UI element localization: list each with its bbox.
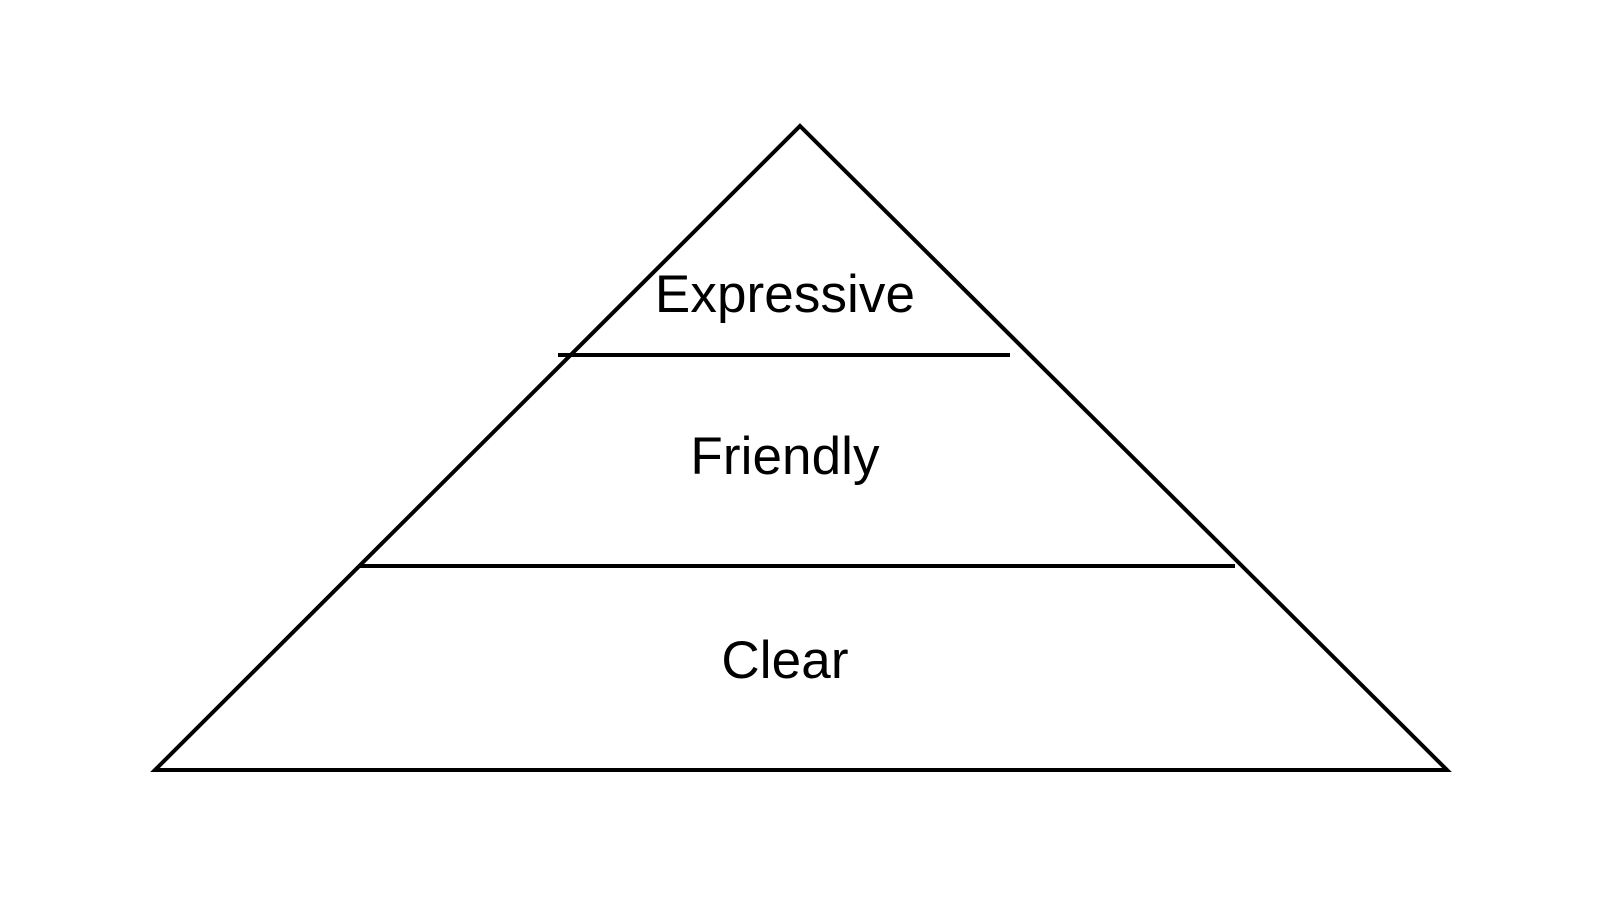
pyramid-tier-label-top: Expressive <box>654 265 916 324</box>
pyramid-outline-triangle <box>150 123 1452 772</box>
pyramid-tier-label-bottom: Clear <box>721 631 849 690</box>
pyramid-tier-label-middle: Friendly <box>690 427 880 486</box>
